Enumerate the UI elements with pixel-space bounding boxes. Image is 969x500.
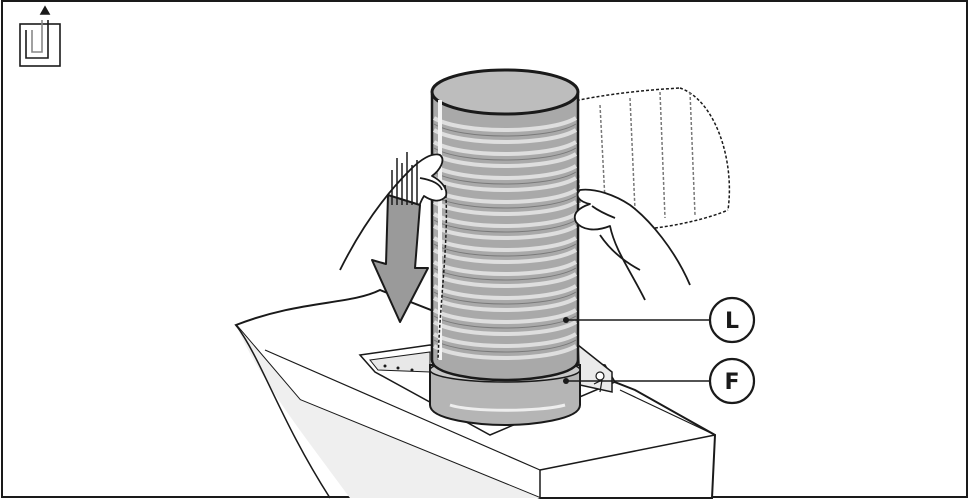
callout-F: F [563,357,756,405]
callout-L: L [563,296,756,344]
callout-label-L: L [725,309,739,334]
right-hand [573,188,691,301]
callout-label-F: F [724,370,739,395]
ducted-exhaust-icon [19,5,61,67]
down-arrow-icon [371,152,429,323]
flexible-duct [430,68,580,382]
